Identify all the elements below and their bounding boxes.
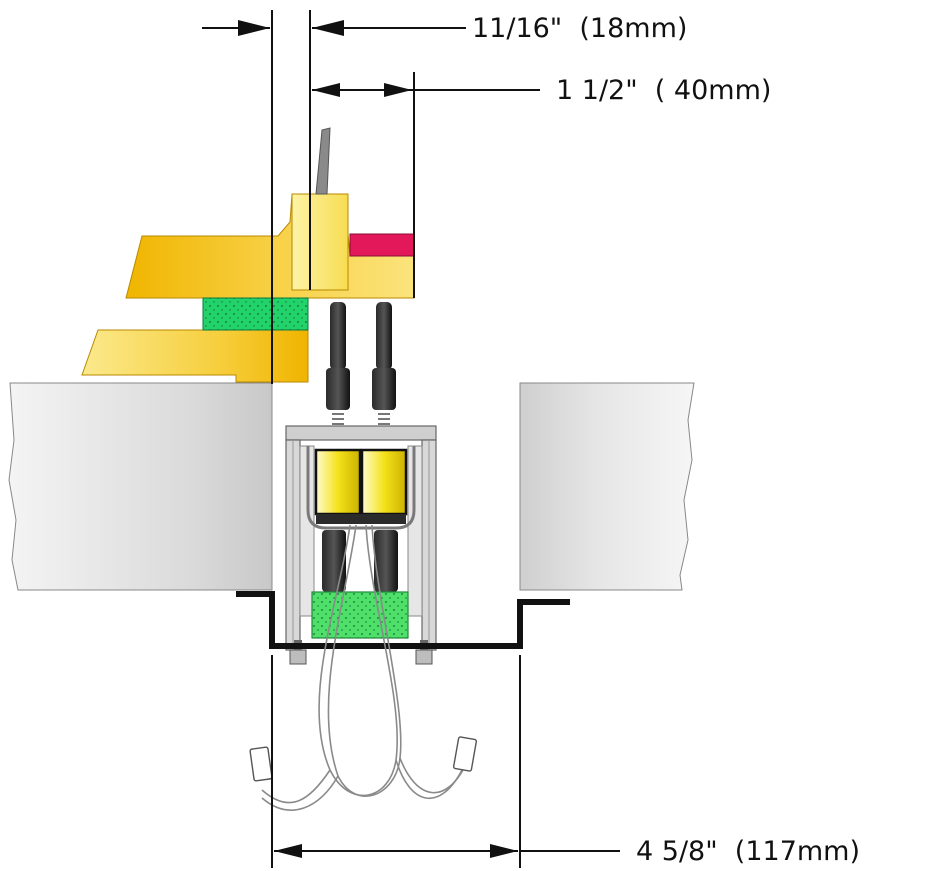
dimension-label-armature-width: 1 1/2" ( 40mm) <box>556 75 771 106</box>
channel-bracket <box>236 591 570 649</box>
green-spacer-texture <box>203 298 308 330</box>
post-right-upper <box>376 302 392 370</box>
right-wall <box>519 382 695 591</box>
lower-post-left <box>322 530 346 592</box>
armature-block <box>291 193 349 291</box>
lead-wires <box>261 524 467 811</box>
door-bottom-section <box>81 329 309 383</box>
green-magnet-texture <box>312 592 408 638</box>
lower-post-right <box>374 530 398 592</box>
dimension-label-top-gap: 11/16" (18mm) <box>472 13 687 44</box>
post-right-lower <box>372 368 396 410</box>
dimension-lines <box>202 10 620 868</box>
wire-connectors <box>249 736 478 782</box>
coil-base <box>316 514 406 524</box>
coil-right <box>360 448 408 516</box>
post-left-upper <box>330 302 346 370</box>
left-wall <box>8 382 273 591</box>
mounting-bolt <box>315 127 331 195</box>
coil-left <box>314 448 362 516</box>
coil-bracket <box>306 446 416 530</box>
post-left-lower <box>326 368 350 410</box>
red-tab <box>349 233 415 257</box>
dimension-arrowheads <box>238 20 518 858</box>
dimension-label-channel-width: 4 5/8" (117mm) <box>636 836 860 867</box>
